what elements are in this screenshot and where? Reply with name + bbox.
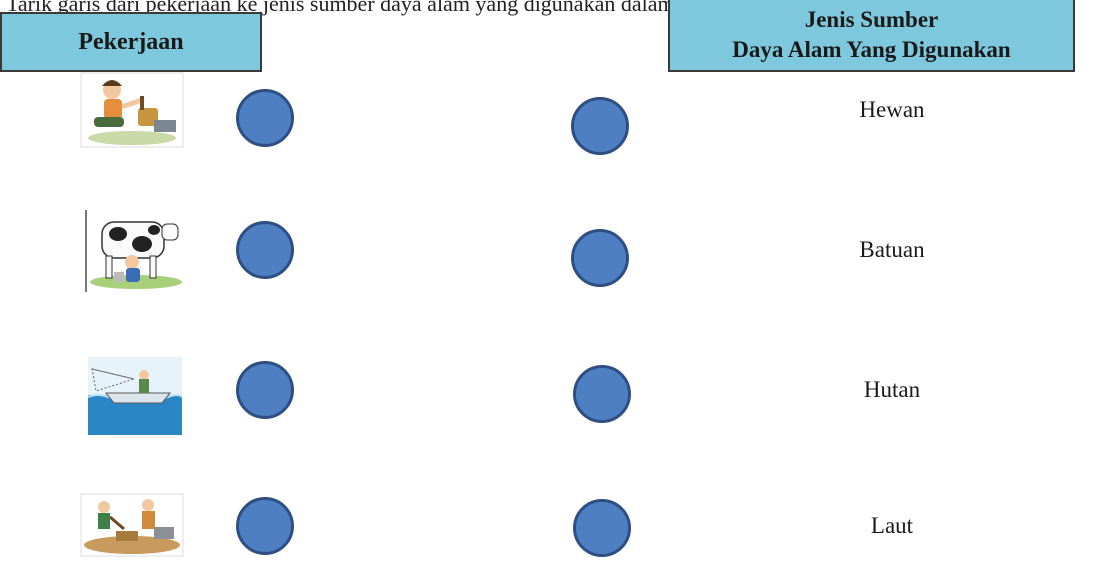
resource-label-batuan: Batuan [792, 237, 992, 263]
left-circle-4[interactable] [236, 497, 294, 555]
craftsman-icon [80, 72, 184, 148]
dairy-farmer-icon [84, 210, 184, 292]
fisherman-icon [88, 357, 182, 435]
miner-icon [80, 493, 184, 557]
header-pekerjaan: Pekerjaan [0, 12, 262, 72]
right-circle-1[interactable] [571, 97, 629, 155]
right-circle-3[interactable] [573, 365, 631, 423]
left-circle-2[interactable] [236, 221, 294, 279]
right-circle-4[interactable] [573, 499, 631, 557]
right-circle-2[interactable] [571, 229, 629, 287]
resource-label-hutan: Hutan [792, 377, 992, 403]
left-circle-3[interactable] [236, 361, 294, 419]
header-sumber-daya: Jenis Sumber Daya Alam Yang Digunakan [668, 0, 1075, 72]
resource-label-hewan: Hewan [792, 97, 992, 123]
resource-label-laut: Laut [792, 513, 992, 539]
header-sumber-daya-line2: Daya Alam Yang Digunakan [670, 35, 1073, 65]
header-sumber-daya-line1: Jenis Sumber [670, 5, 1073, 35]
left-circle-1[interactable] [236, 89, 294, 147]
